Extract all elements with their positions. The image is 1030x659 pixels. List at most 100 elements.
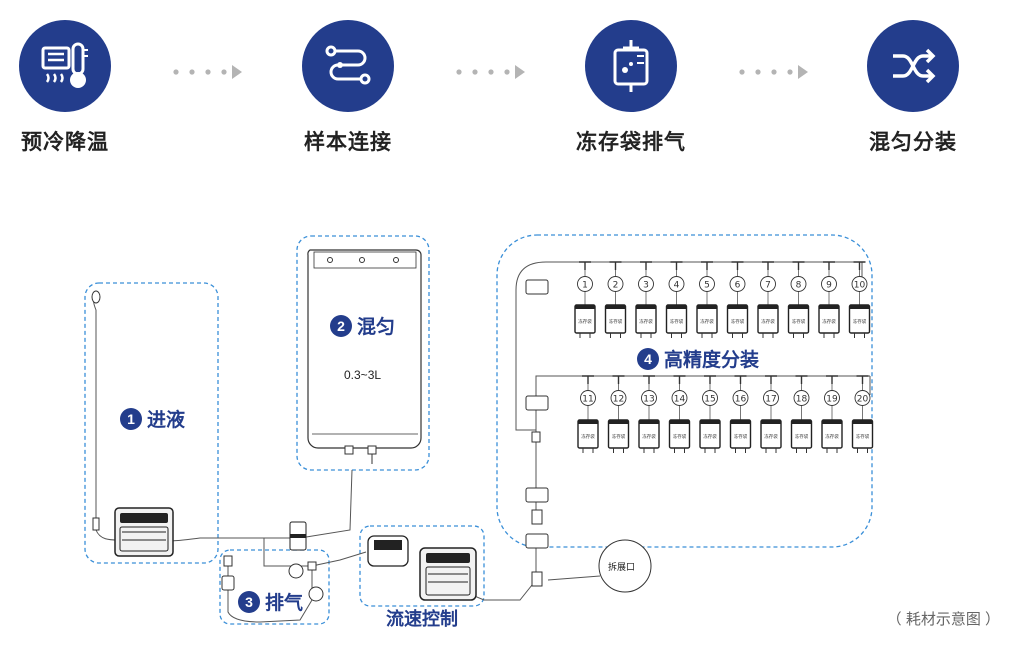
bag-text: 冻存袋 [853, 318, 867, 325]
region-label-exhaust: 3 排气 [238, 588, 303, 615]
bag-text: 冻存袋 [792, 318, 806, 325]
bag-row-bottom: 11冻存袋12冻存袋13冻存袋14冻存袋15冻存袋16冻存袋17冻存袋18冻存袋… [577, 375, 874, 453]
bag-number: 20 [857, 395, 869, 405]
bag-text: 冻存袋 [612, 433, 626, 440]
bag-number: 12 [613, 395, 624, 405]
bag-number-circle [793, 390, 810, 406]
diagram-caption: （ 耗材示意图 ） [886, 611, 1000, 628]
bag-text: 冻存袋 [700, 318, 714, 325]
region-inlet-outline [84, 282, 219, 564]
bag-number-circle [732, 390, 749, 406]
bag-number: 15 [704, 395, 715, 405]
region-label-flow: 流速控制 [386, 609, 458, 629]
freeze-bag: 11 冻存袋 [577, 375, 599, 453]
region-label-text: 排气 [265, 593, 304, 614]
region-label-text: 进液 [147, 410, 186, 431]
port-label: 拆展口 [608, 562, 636, 572]
bag-number: 19 [826, 395, 838, 405]
region-label-text: 混匀 [357, 317, 396, 338]
bag-text: 冻存袋 [578, 318, 592, 325]
step-connect: 样本连接 [278, 20, 418, 156]
region-label-inlet: 1 进液 [120, 405, 185, 432]
bag-number-circle [580, 390, 596, 406]
bag-number-circle [821, 276, 837, 292]
bag-text: 冻存袋 [673, 433, 687, 440]
region-number-badge: 4 [637, 347, 659, 370]
bag-text: 冻存袋 [764, 433, 778, 440]
flow-pump [419, 547, 477, 601]
bag-number-circle [577, 276, 593, 292]
step-arrow [739, 65, 808, 79]
bag-number-circle [607, 276, 624, 292]
step-arrow [173, 65, 242, 79]
region-mixing-outline [296, 235, 430, 471]
freeze-bag: 4 冻存袋 [665, 261, 688, 338]
step-label: 冻存袋排气 [576, 131, 686, 154]
bag-number-circle [638, 276, 654, 292]
bag-number: 18 [796, 395, 808, 405]
bag-row-top: 1冻存袋2冻存袋3冻存袋4冻存袋5冻存袋6冻存袋7冻存袋8冻存袋9冻存袋10冻存… [574, 261, 871, 338]
bag-number-circle [641, 390, 657, 406]
bag-number: 11 [582, 395, 593, 405]
step-mix-dispense: 混匀分装 [843, 20, 983, 156]
step-label: 样本连接 [304, 131, 392, 154]
bag-number-circle [610, 390, 627, 406]
region-flow-outline [359, 525, 485, 607]
bag-number: 3 [643, 281, 649, 291]
mixing-volume: 0.3~3L [344, 368, 382, 382]
bag-text: 冻存袋 [731, 318, 745, 325]
bag-number: 16 [735, 395, 747, 405]
inlet-connector [91, 290, 101, 531]
connection-icon [302, 20, 394, 112]
bag-number: 13 [643, 395, 654, 405]
freeze-bag: 12 冻存袋 [607, 375, 630, 453]
region-number-badge: 1 [120, 407, 142, 430]
dispense-valves [525, 279, 549, 587]
bag-text: 冻存袋 [795, 433, 809, 440]
bag-text: 冻存袋 [670, 318, 684, 325]
region-exhaust-outline [219, 549, 330, 625]
bag-text: 冻存袋 [581, 433, 595, 440]
freeze-bag: 2 冻存袋 [604, 261, 627, 338]
region-label-dispense: 4 高精度分装 [637, 345, 759, 372]
freeze-bag: 17 冻存袋 [760, 375, 782, 453]
freeze-bag: 6 冻存袋 [726, 261, 749, 338]
step-arrow [456, 65, 525, 79]
bag-text: 冻存袋 [822, 318, 836, 325]
bag-number-circle [702, 390, 718, 406]
inlet-pump [114, 507, 174, 557]
bag-number: 2 [613, 281, 619, 291]
bag-number: 1 [582, 281, 588, 291]
process-steps: 预冷降温 样本连接 冻存袋排气 [0, 0, 1030, 160]
bag-number: 4 [674, 281, 680, 291]
port [598, 539, 652, 593]
bag-number-circle [824, 390, 840, 406]
bag-exhaust-icon [585, 20, 677, 112]
bag-number-circle [763, 390, 779, 406]
bag-number: 6 [735, 281, 741, 291]
bag-text: 冻存袋 [609, 318, 623, 325]
freeze-bag: 18 冻存袋 [790, 375, 813, 453]
flow-meter [367, 535, 409, 567]
bag-number-circle [790, 276, 807, 292]
bag-number-circle [851, 276, 868, 292]
step-exhaust: 冻存袋排气 [561, 20, 701, 156]
bag-number: 9 [826, 281, 832, 291]
region-dispense-outline [496, 234, 873, 548]
bag-number: 17 [765, 395, 776, 405]
region-label-text: 高精度分装 [664, 350, 760, 371]
exhaust-filter [221, 555, 324, 602]
freeze-bag: 3 冻存袋 [635, 261, 657, 338]
bag-number-circle [854, 390, 871, 406]
bag-text: 冻存袋 [639, 318, 653, 325]
